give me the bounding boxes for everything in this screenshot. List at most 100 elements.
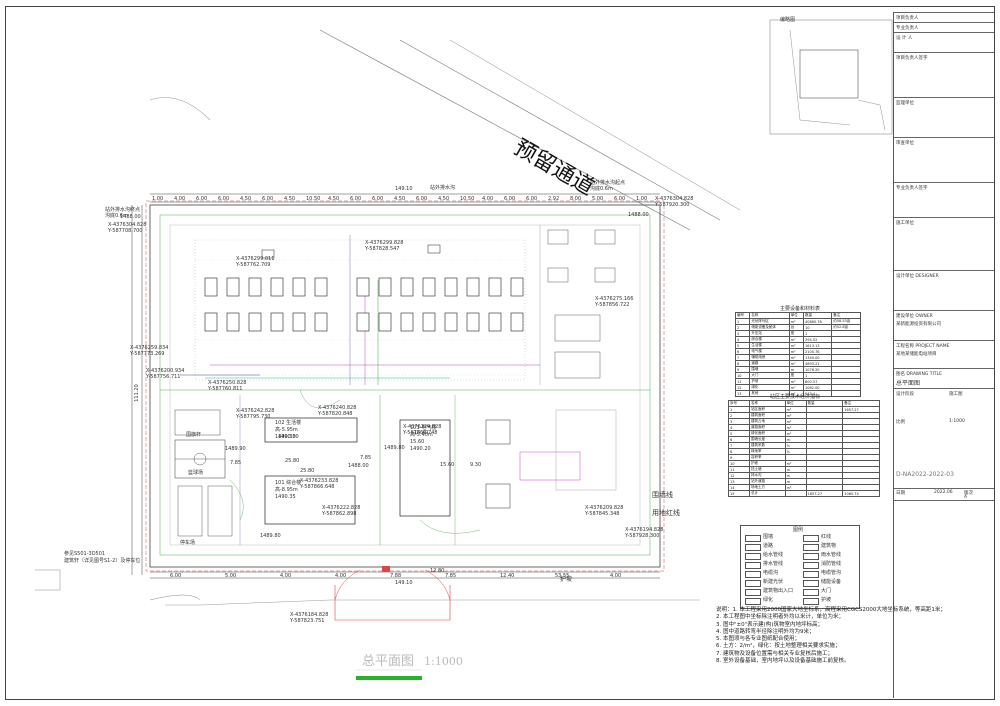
legend-item-label: 绿化 — [763, 597, 774, 603]
inner-dim: 15.60 — [440, 462, 455, 468]
owner-row: 建设单位 OWNER 某新能源投资有限公司 — [894, 310, 994, 340]
coordinate-label: Y-587860.748 — [403, 430, 438, 436]
table-cell: 13 — [734, 390, 751, 397]
legend-swatch — [803, 589, 819, 596]
coordinate-label: Y-587828.547 — [365, 246, 400, 252]
dim-segment: 4.00 — [610, 573, 622, 579]
phase-value: 施工图 — [949, 392, 963, 397]
dim-segment: 4.50 — [438, 196, 450, 202]
table-cell: m² — [788, 390, 805, 397]
legend-item-label: 储能设备 — [821, 579, 842, 585]
inner-dim: 15.40 — [414, 430, 429, 436]
battery-unit — [488, 312, 502, 332]
legend-item-label: 道路 — [763, 543, 774, 549]
building-label: 102 生活楼 — [275, 420, 302, 426]
battery-unit — [292, 277, 306, 297]
coordinate-label: Y-587773.269 — [130, 351, 165, 357]
battery-unit — [378, 312, 392, 332]
date-row: 日期 2022.06 版次 A — [894, 488, 994, 500]
building-label: 高-8.95m — [275, 487, 298, 493]
elevation-label: 1488.00 — [348, 463, 369, 469]
battery-unit — [314, 277, 328, 297]
legend-swatch — [803, 580, 819, 587]
battery-unit — [466, 312, 480, 332]
drawing-title-text: 总平面图 — [362, 654, 415, 669]
key-map — [769, 19, 893, 135]
battery-unit — [510, 312, 524, 332]
parking-lot — [177, 485, 233, 537]
designer-label: 设计单位 DESIGNER — [896, 274, 939, 279]
building-label: 1490.30 — [275, 434, 296, 440]
building-label: 高-5.95m — [275, 427, 298, 433]
battery-units — [204, 277, 524, 332]
coordinate-label: Y-587823.751 — [290, 618, 325, 624]
notes: 说明：1. 本工程采用2000国家大地坐标系，高程采用CGCS2000大地坐标系… — [716, 607, 946, 665]
owner-label: 建设单位 OWNER — [896, 314, 933, 319]
battery-unit — [356, 277, 370, 297]
dim-segment: 6.00 — [504, 196, 516, 202]
label-drain-width-a: 沟底0.6m — [105, 213, 128, 219]
project-value: 某地某储能电站项目 — [896, 352, 937, 357]
legend-item-label: 大门 — [821, 588, 832, 594]
coordinate-label: Y-587920.300 — [655, 202, 690, 208]
label-drain-top-right: 站外排水沟起点 — [590, 180, 626, 186]
project-row: 工程名称 PROJECT NAME 某地某储能电站项目 — [894, 340, 994, 368]
building-label: 高-5.40m — [410, 432, 433, 438]
dim-segment: 1.00 — [152, 196, 164, 202]
dim-segment: 4.00 — [280, 573, 292, 579]
date-label: 日期 — [896, 491, 905, 496]
dim-segment: 4.50 — [394, 196, 406, 202]
coordinate-label: Y-587856.722 — [595, 302, 630, 308]
drawing-frame — [5, 6, 995, 700]
version-label: 版次 — [964, 491, 973, 496]
inner-dim: 7.85 — [230, 460, 242, 466]
legend-item-label: 建筑物出入口 — [763, 588, 794, 594]
drawing-no: D-NA2022-2022-03 — [896, 471, 954, 478]
coordinate-label: Y-587756.711 — [146, 374, 181, 380]
legend-item-label: 电缆管沟 — [821, 570, 842, 576]
table-cell: 1060.74 — [842, 490, 880, 497]
legend-swatch — [745, 580, 761, 587]
dim-segment: 4.50 — [240, 196, 252, 202]
building-label: 1490.20 — [410, 446, 431, 452]
coordinate-label: Y-587762.709 — [236, 262, 271, 268]
elevation-label: 1488.00 — [120, 214, 141, 220]
battery-unit — [422, 312, 436, 332]
dim-segment: 7.85 — [445, 573, 457, 579]
legend-swatch — [745, 598, 761, 605]
coordinate-label: X-4376184.828 — [290, 612, 329, 618]
label-fence-line: 围墙线 — [652, 491, 673, 499]
title-block-label: 项目负责人签字 — [896, 56, 928, 61]
drawing-scale: 1:1000 — [424, 655, 463, 668]
note-line: 2. 本工程图中坐标除注明者外均以米计，单位为米； — [716, 614, 844, 621]
transformers — [547, 229, 616, 379]
inner-dim: 12.80 — [430, 568, 445, 574]
legend-swatch — [803, 544, 819, 551]
drawing-title-row: 图名 DRAWING TITLE 总平面图 — [894, 368, 994, 388]
legend-swatch — [803, 562, 819, 569]
elevation-label: 1489.80 — [384, 445, 405, 451]
coordinate-label: X-4376304.828 — [108, 222, 147, 228]
owner-value: 某新能源投资有限公司 — [896, 322, 941, 327]
storage-unit — [261, 249, 275, 259]
dim-segment: 8.00 — [570, 196, 582, 202]
coordinate-label: Y-587760.811 — [208, 386, 243, 392]
coordinate-label: X-4376200.934 — [146, 368, 185, 374]
building-label: 15.60 — [410, 439, 425, 445]
coordinate-label: X-4376259.834 — [130, 345, 169, 351]
dim-segment: 10.50 — [460, 196, 475, 202]
date-value: 2022.06 — [934, 490, 953, 495]
coordinate-label: X-4376229.828 — [403, 424, 442, 430]
coordinate-label: Y-587862.898 — [322, 511, 357, 517]
dim-segment: 6.00 — [526, 196, 538, 202]
label-flag: 国旗杆 — [186, 432, 202, 438]
inner-dim: 25.80 — [285, 458, 300, 464]
note-line: 说明：1. 本工程采用2000国家大地坐标系，高程采用CGCS2000大地坐标系… — [716, 607, 946, 613]
label-garage-note: 建筑轩（详见图号S1-2）及停车位 — [64, 558, 141, 564]
elevation-label: 1489.80 — [260, 533, 281, 539]
note-line: 7. 建筑物及设备位置需与相关专业复核后施工； — [716, 650, 833, 657]
note-line: 3. 图中"±0"表示建(构)筑物室内地坪标高； — [716, 621, 823, 628]
